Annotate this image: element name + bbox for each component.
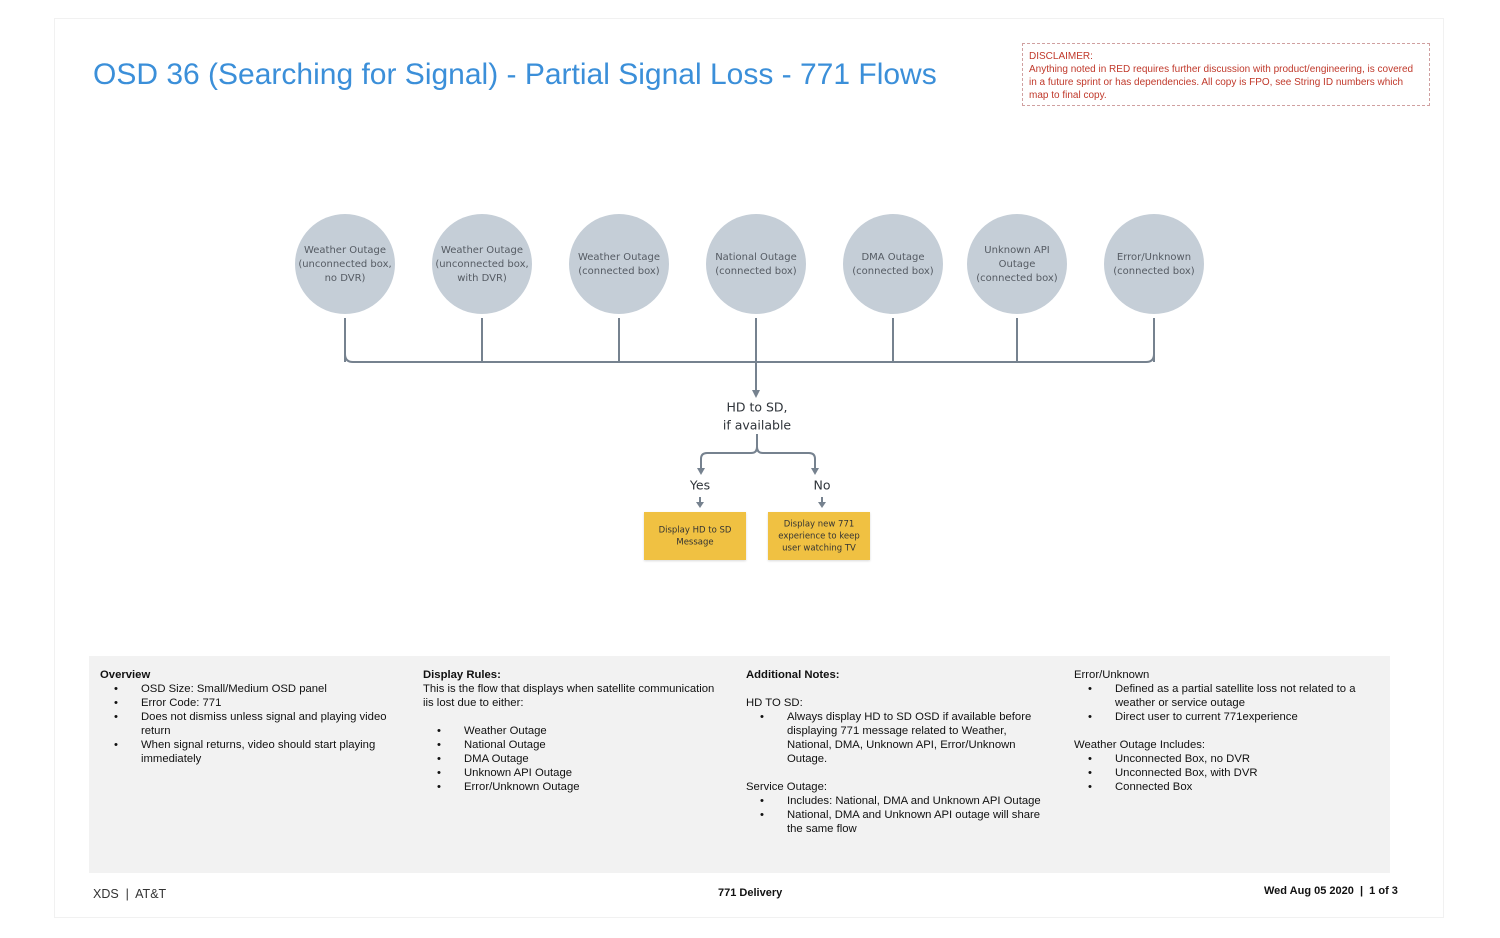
branch-label: Yes — [689, 478, 710, 493]
branch-split — [700, 446, 816, 470]
overview-list: OSD Size: Small/Medium OSD panel Error C… — [100, 682, 400, 766]
additional-notes-heading: Additional Notes: — [746, 669, 840, 681]
source-node: National Outage(connected box) — [706, 214, 806, 314]
arrow-head — [818, 502, 826, 508]
weather-outage-list: Unconnected Box, no DVR Unconnected Box,… — [1074, 752, 1374, 794]
page-frame — [54, 18, 1444, 918]
error-unknown-list: Defined as a partial satellite loss not … — [1074, 682, 1374, 724]
list-item: Always display HD to SD OSD if available… — [760, 710, 1052, 766]
list-item: Direct user to current 771experience — [1088, 710, 1374, 724]
source-node-circle — [706, 214, 806, 314]
source-node-circle — [432, 214, 532, 314]
list-item: When signal returns, video should start … — [114, 738, 391, 766]
list-item: National Outage — [437, 738, 723, 752]
arrow-head — [696, 502, 704, 508]
source-node-circle — [843, 214, 943, 314]
display-rules-column: Display Rules: This is the flow that dis… — [423, 668, 723, 794]
source-node-label: National Outage(connected box) — [715, 252, 797, 277]
list-item: Unknown API Outage — [437, 766, 723, 780]
list-item: Does not dismiss unless signal and playi… — [114, 710, 391, 738]
source-node-circle — [295, 214, 395, 314]
source-node-circle — [967, 214, 1067, 314]
source-node: DMA Outage(connected box) — [843, 214, 943, 314]
source-node: Weather Outage(unconnected box,no DVR) — [295, 214, 395, 314]
result-box — [644, 512, 746, 560]
list-item: DMA Outage — [437, 752, 723, 766]
hd-to-sd-heading: HD TO SD: — [746, 697, 803, 709]
disclaimer-heading: DISCLAIMER: — [1029, 51, 1093, 62]
service-outage-heading: Service Outage: — [746, 781, 828, 793]
list-item: Unconnected Box, no DVR — [1088, 752, 1374, 766]
source-node-label: Weather Outage(connected box) — [578, 252, 660, 277]
bus-line — [344, 353, 1155, 363]
disclaimer-body: Anything noted in RED requires further d… — [1029, 64, 1414, 101]
list-item: Error/Unknown Outage — [437, 780, 723, 794]
list-item: Connected Box — [1088, 780, 1374, 794]
source-node-label: Error/Unknown(connected box) — [1113, 252, 1195, 277]
additional-notes-column: Additional Notes: HD TO SD: Always displ… — [746, 668, 1056, 836]
source-node-label: Weather Outage(unconnected box,no DVR) — [298, 245, 391, 284]
weather-outage-heading: Weather Outage Includes: — [1074, 739, 1206, 751]
arrow-head — [811, 468, 819, 475]
list-item: Weather Outage — [437, 724, 723, 738]
decision-label: HD to SD,if available — [723, 400, 792, 433]
disclaimer-box: DISCLAIMER: Anything noted in RED requir… — [1022, 43, 1430, 106]
error-unknown-column: Error/Unknown Defined as a partial satel… — [1074, 668, 1374, 794]
page-title: OSD 36 (Searching for Signal) - Partial … — [93, 58, 937, 91]
list-item: Defined as a partial satellite loss not … — [1088, 682, 1360, 710]
overview-heading: Overview — [100, 669, 151, 681]
footer-date-page: Wed Aug 05 2020 | 1 of 3 — [1264, 885, 1398, 897]
decision-node: HD to SD,if available — [723, 400, 792, 433]
error-unknown-heading: Error/Unknown — [1074, 669, 1150, 681]
display-rules-heading: Display Rules: — [423, 669, 501, 681]
list-item: National, DMA and Unknown API outage wil… — [760, 808, 1052, 836]
connector-lines — [344, 318, 1155, 398]
notes-panel: Overview OSD Size: Small/Medium OSD pane… — [89, 656, 1390, 873]
source-node-circle — [1104, 214, 1204, 314]
list-item: Error Code: 771 — [114, 696, 400, 710]
source-node: Error/Unknown(connected box) — [1104, 214, 1204, 314]
display-rules-list: Weather Outage National Outage DMA Outag… — [423, 724, 723, 794]
list-item: OSD Size: Small/Medium OSD panel — [114, 682, 400, 696]
source-node-circle — [569, 214, 669, 314]
result-box — [768, 512, 870, 560]
hd-to-sd-list: Always display HD to SD OSD if available… — [746, 710, 1056, 766]
display-rules-intro: This is the flow that displays when sate… — [423, 683, 715, 709]
source-node: Weather Outage(connected box) — [569, 214, 669, 314]
source-nodes: Weather Outage(unconnected box,no DVR) We… — [295, 214, 1204, 314]
source-node-label: Weather Outage(unconnected box,with DVR) — [435, 245, 528, 284]
list-item: Includes: National, DMA and Unknown API … — [760, 794, 1052, 808]
footer-brand: XDS | AT&T — [93, 887, 167, 901]
source-node-label: DMA Outage(connected box) — [852, 252, 934, 277]
branch-label: No — [814, 478, 831, 493]
footer-project: 771 Delivery — [718, 887, 783, 899]
list-item: Unconnected Box, with DVR — [1088, 766, 1374, 780]
arrow-head — [697, 468, 705, 475]
service-outage-list: Includes: National, DMA and Unknown API … — [746, 794, 1056, 836]
overview-column: Overview OSD Size: Small/Medium OSD pane… — [100, 668, 400, 766]
source-node: Weather Outage(unconnected box,with DVR) — [432, 214, 532, 314]
